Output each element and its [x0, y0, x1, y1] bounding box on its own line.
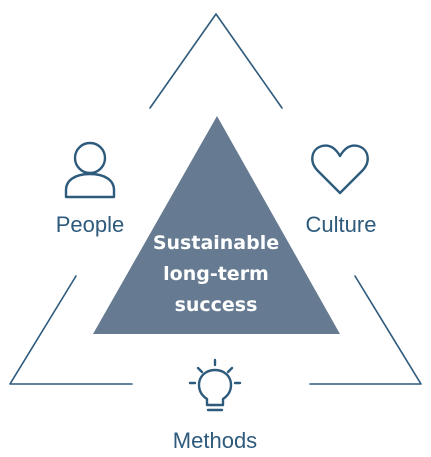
center-label-line-2: long-term [163, 263, 269, 285]
center-label-line-1: Sustainable [153, 232, 279, 254]
methods-label: Methods [173, 428, 257, 453]
outer-triangle-right [309, 275, 422, 385]
culture-label: Culture [306, 212, 377, 237]
people-label: People [56, 212, 125, 237]
center-triangle [93, 116, 340, 334]
person-icon [64, 141, 116, 199]
lightbulb-icon [188, 358, 242, 412]
outer-triangle-top [149, 13, 283, 109]
center-label-line-3: success [175, 294, 258, 316]
outer-triangle-left [9, 275, 133, 385]
outer-triangle [9, 13, 422, 385]
heart-icon [311, 144, 369, 195]
